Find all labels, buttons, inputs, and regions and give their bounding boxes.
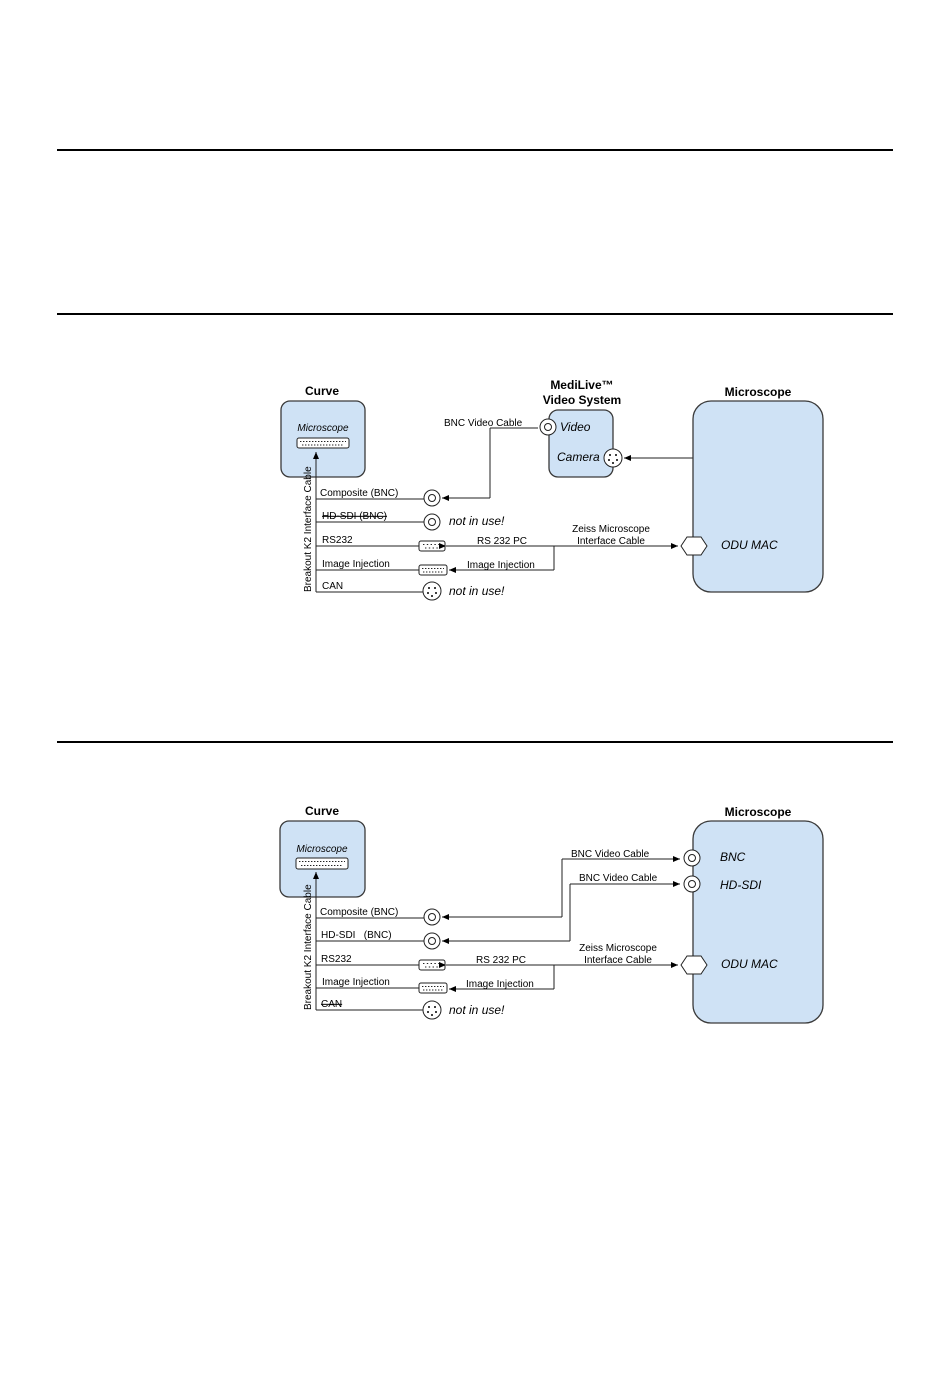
medilive-camera-label: Camera — [557, 450, 600, 464]
din-connector-icon — [422, 581, 442, 601]
sub-d-connector-icon — [418, 982, 448, 994]
microscope-title: Microscope — [725, 805, 792, 819]
not-in-use-label: not in use! — [449, 514, 505, 528]
curve-title: Curve — [305, 384, 339, 398]
port-hdsdi-label: HD-SDI (BNC) — [321, 930, 392, 941]
medilive-title: MediLive™ — [550, 378, 613, 392]
bnc-connector-icon — [423, 489, 441, 507]
bnc-connector-icon — [423, 908, 441, 926]
not-in-use-label: not in use! — [449, 584, 505, 598]
section-rule-2 — [57, 313, 893, 315]
port-can-label: CAN — [322, 581, 343, 592]
port-hdsdi-label: HD-SDI (BNC) — [322, 511, 387, 522]
port-can-label: CAN — [321, 999, 342, 1010]
curve-connector-icon — [295, 857, 349, 870]
microscope-box — [692, 820, 824, 1024]
breakout-cable-label: Breakout K2 Interface Cable — [303, 884, 314, 1010]
odu-mac-connector-icon — [680, 955, 708, 975]
cable-rs232-label: RS 232 PC — [476, 955, 526, 966]
connection-diagram-2: Curve Microscope Breakout K2 Interface C… — [279, 804, 824, 1024]
microscope-port-odu: ODU MAC — [721, 957, 778, 971]
port-rs232-label: RS232 — [321, 954, 352, 965]
section-rule-1 — [57, 149, 893, 151]
microscope-title: Microscope — [725, 385, 792, 399]
bnc-connector-icon — [539, 418, 557, 436]
cable-rs232-label: RS 232 PC — [477, 536, 527, 547]
medilive-subtitle: Video System — [543, 393, 621, 407]
bnc-connector-icon — [683, 875, 701, 893]
connection-diagram-1: Curve Microscope Breakout K2 Interface C… — [280, 378, 824, 601]
medilive-box — [548, 409, 614, 478]
port-composite-label: Composite (BNC) — [320, 907, 398, 918]
sub-d-connector-icon — [418, 564, 448, 576]
cable-zeiss-label-1: Zeiss Microscope — [579, 943, 657, 954]
port-rs232-label: RS232 — [322, 535, 353, 546]
port-image-injection-label: Image Injection — [322, 559, 390, 570]
microscope-port-bnc: BNC — [720, 850, 746, 864]
microscope-port-hdsdi: HD-SDI — [720, 878, 762, 892]
bnc-connector-icon — [423, 932, 441, 950]
port-composite-label: Composite (BNC) — [320, 488, 398, 499]
sub-d-connector-icon — [418, 959, 446, 971]
din-connector-icon — [422, 1000, 442, 1020]
curve-title: Curve — [305, 804, 339, 818]
din-connector-icon — [603, 448, 623, 468]
medilive-video-label: Video — [560, 420, 591, 434]
not-in-use-label: not in use! — [449, 1003, 505, 1017]
curve-inner-label: Microscope — [297, 423, 349, 434]
breakout-cable-label: Breakout K2 Interface Cable — [303, 466, 314, 592]
curve-connector-icon — [296, 437, 350, 449]
cable-bnc-video-label: BNC Video Cable — [444, 418, 523, 429]
bnc-connector-icon — [423, 513, 441, 531]
bnc-connector-icon — [683, 849, 701, 867]
cable-bnc-video-label-2: BNC Video Cable — [579, 873, 658, 884]
cable-zeiss-label-1: Zeiss Microscope — [572, 524, 650, 535]
sub-d-connector-icon — [418, 540, 446, 552]
cable-zeiss-label-2: Interface Cable — [584, 955, 652, 966]
microscope-port-odu: ODU MAC — [721, 538, 778, 552]
odu-mac-connector-icon — [680, 536, 708, 556]
cable-zeiss-label-2: Interface Cable — [577, 536, 645, 547]
microscope-box — [692, 400, 824, 593]
section-rule-3 — [57, 741, 893, 743]
cable-image-injection-label: Image Injection — [467, 560, 535, 571]
cable-image-injection-label: Image Injection — [466, 979, 534, 990]
curve-inner-label: Microscope — [296, 844, 348, 855]
cable-bnc-video-label-1: BNC Video Cable — [571, 849, 650, 860]
port-image-injection-label: Image Injection — [322, 977, 390, 988]
